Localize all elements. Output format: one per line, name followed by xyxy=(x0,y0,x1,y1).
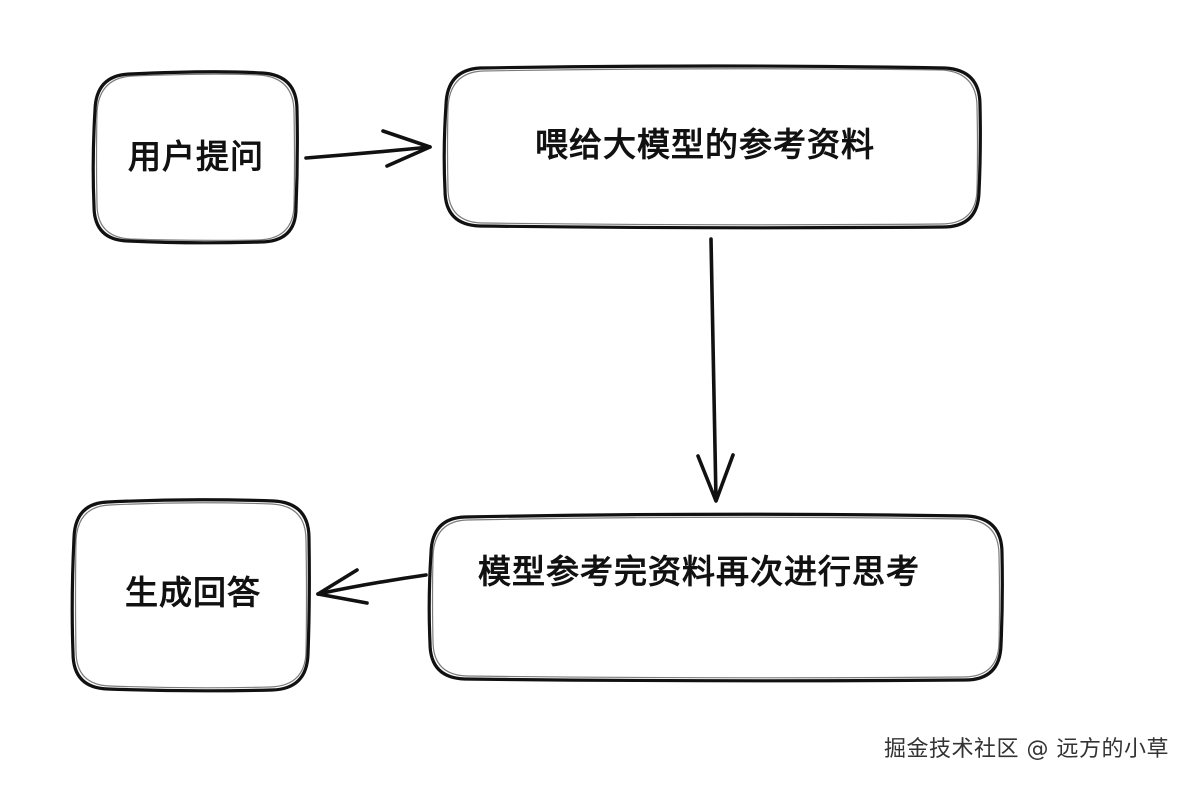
node-user-question-sketch xyxy=(95,73,296,241)
arrow-question-to-material-head xyxy=(381,129,432,168)
arrow-thinking-to-answer xyxy=(316,568,428,605)
arrow-material-to-thinking-head xyxy=(696,453,735,503)
arrow-question-to-material xyxy=(304,129,432,168)
node-generate-answer-label: 生成回答 xyxy=(125,573,261,612)
node-model-thinking: 模型参考完资料再次进行思考 xyxy=(427,512,1004,683)
node-model-thinking-box xyxy=(427,512,1004,683)
arrow-material-to-thinking-shaft xyxy=(709,237,718,502)
arrow-thinking-to-answer-head xyxy=(316,568,369,605)
watermark: 掘金技术社区 @ 远方的小草 xyxy=(884,737,1169,762)
arrow-question-to-material-shaft xyxy=(304,145,432,160)
node-model-thinking-sketch xyxy=(431,516,1001,679)
node-reference-material-box xyxy=(442,64,982,230)
node-generate-answer-sketch xyxy=(74,502,308,689)
node-model-thinking-label: 模型参考完资料再次进行思考 xyxy=(478,552,920,591)
node-generate-answer: 生成回答 xyxy=(70,498,311,693)
node-user-question: 用户提问 xyxy=(91,70,299,245)
node-user-question-label: 用户提问 xyxy=(128,137,264,176)
arrow-material-to-thinking xyxy=(696,237,735,503)
node-reference-material-sketch xyxy=(446,68,979,226)
arrow-thinking-to-answer-shaft xyxy=(316,573,428,596)
node-reference-material: 喂给大模型的参考资料 xyxy=(442,64,982,230)
node-user-question-box xyxy=(91,70,299,245)
node-generate-answer-box xyxy=(70,498,311,693)
node-reference-material-label: 喂给大模型的参考资料 xyxy=(535,125,875,164)
